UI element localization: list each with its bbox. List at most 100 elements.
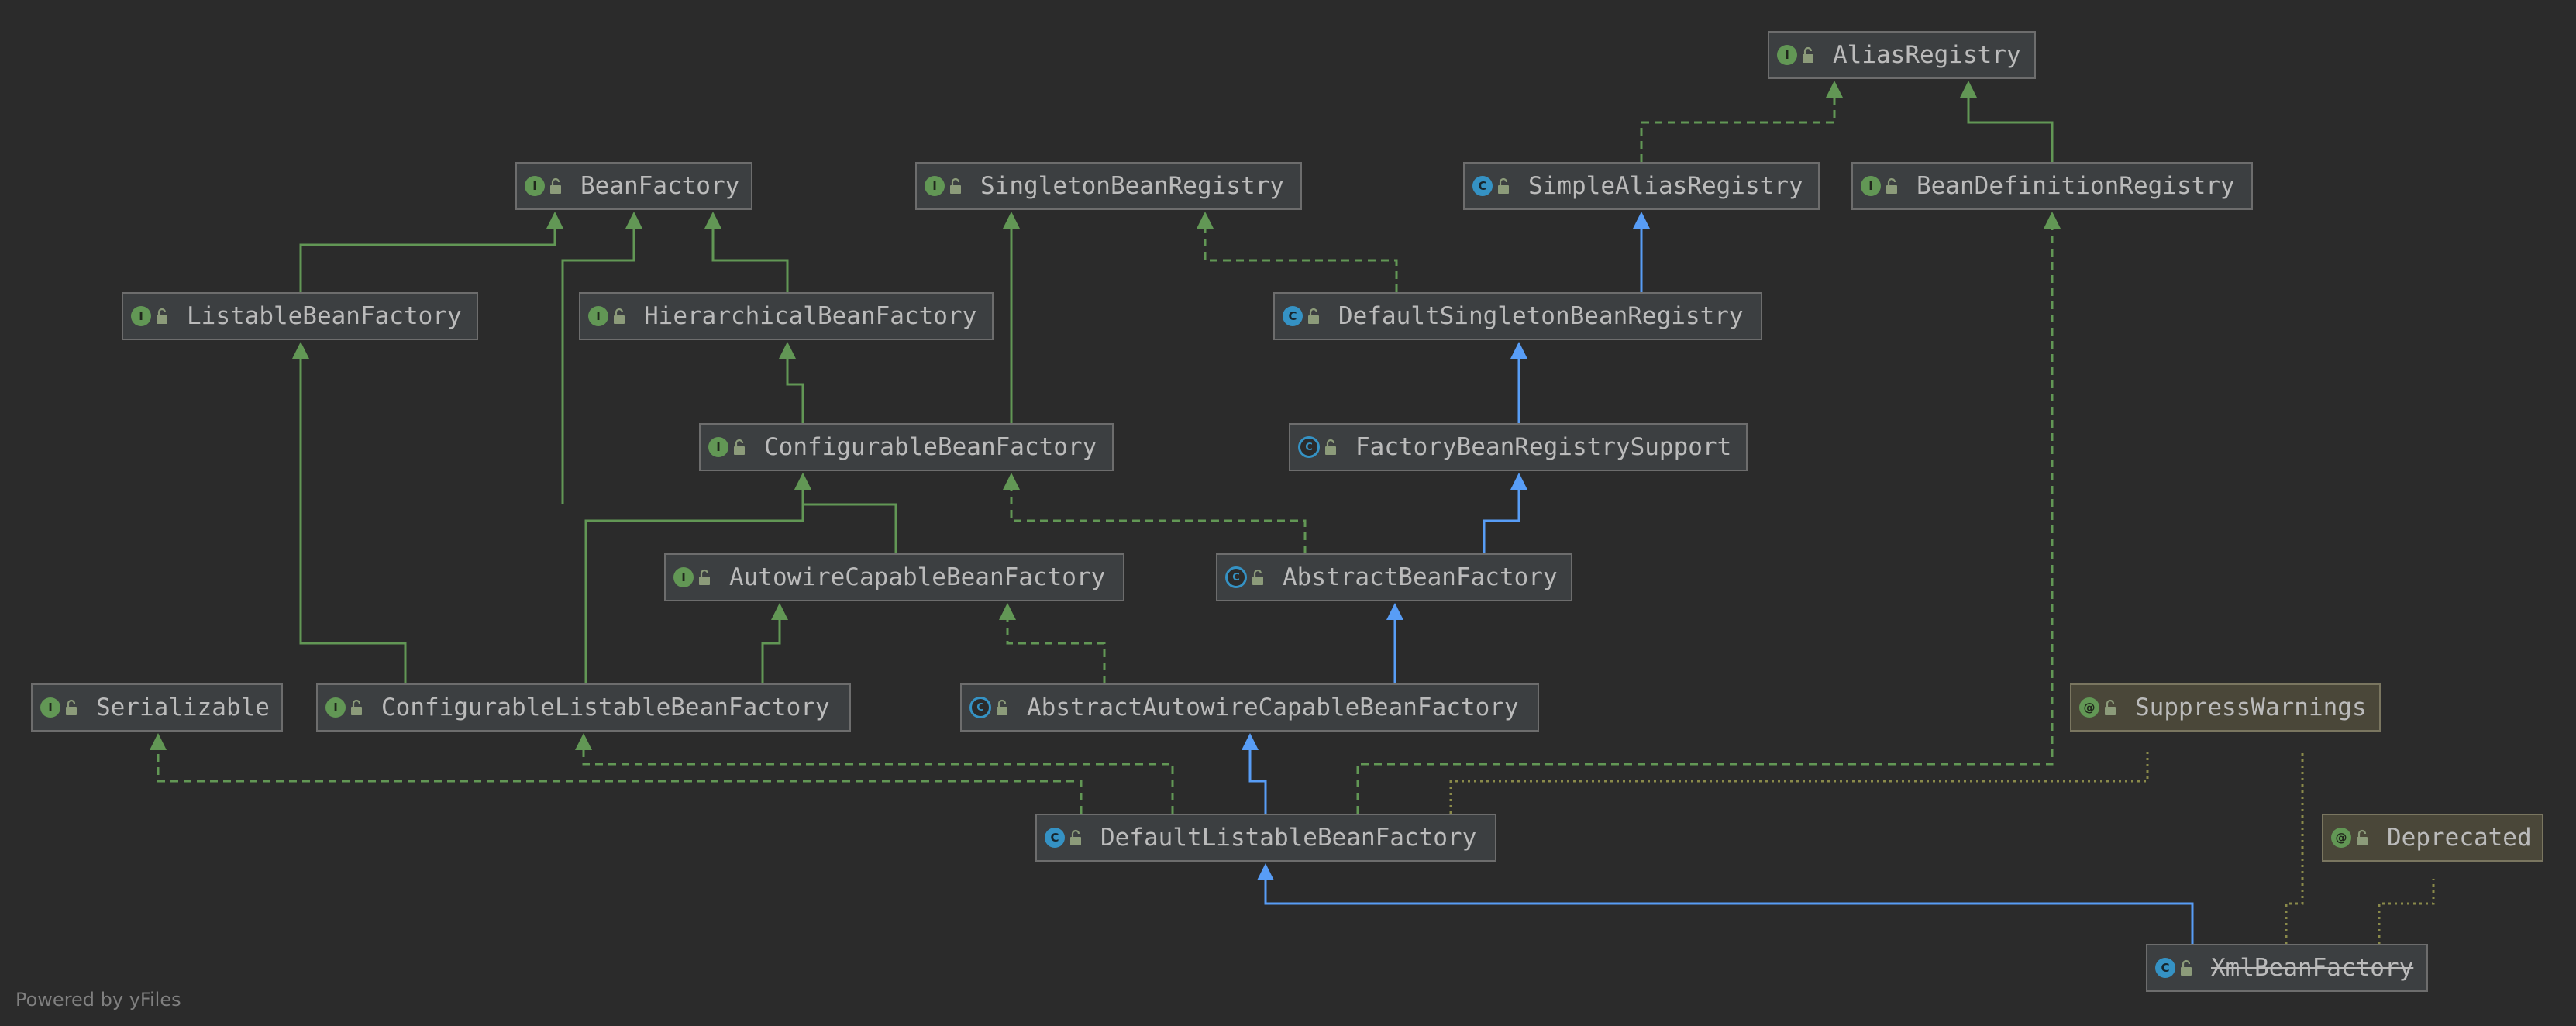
class-badge-icon: C [1045, 828, 1065, 848]
lock-open-icon [351, 699, 362, 715]
edge-xml-to-dlbf [1264, 879, 2194, 944]
class-badge-icon: C [2155, 958, 2175, 978]
arrowhead-icon [575, 733, 592, 750]
arrowhead-icon [292, 342, 309, 359]
node-label: AutowireCapableBeanFactory [729, 563, 1106, 591]
lock-open-icon [614, 308, 625, 324]
annotation-badge-icon: @ [2331, 828, 2351, 848]
node-suppress-warnings[interactable]: @ SuppressWarnings [2070, 683, 2381, 732]
lock-open-icon [2181, 959, 2192, 976]
interface-badge-icon: I [40, 697, 60, 718]
node-label: AbstractBeanFactory [1283, 563, 1558, 591]
node-label: SingletonBeanRegistry [980, 172, 1284, 200]
edge-clbf-to-beanfactory-path [561, 227, 635, 504]
arrowhead-icon [1633, 212, 1650, 229]
node-autowire-capable-bean-factory[interactable]: I AutowireCapableBeanFactory [664, 553, 1124, 601]
lock-open-icon [2357, 829, 2368, 845]
arrowhead-icon [1386, 603, 1403, 620]
edge-clbf-to-autowire [761, 618, 781, 683]
edge-dlbf-to-aacbf [1248, 749, 1267, 814]
edge-listable-to-beanfactory [299, 227, 556, 292]
node-label: DefaultListableBeanFactory [1100, 824, 1477, 852]
powered-by-footer: Powered by yFiles [15, 989, 181, 1011]
edge-beandefreg-to-aliasregistry [1967, 96, 2054, 162]
arrowhead-icon [1960, 81, 1977, 98]
node-abstract-bean-factory[interactable]: C AbstractBeanFactory [1216, 553, 1572, 601]
node-alias-registry[interactable]: I AliasRegistry [1768, 31, 2036, 79]
arrowhead-icon [1510, 342, 1527, 359]
node-label: Serializable [96, 694, 270, 721]
interface-badge-icon: I [325, 697, 346, 718]
abstract-class-badge-icon: C [1225, 566, 1247, 588]
lock-open-icon [1498, 177, 1509, 194]
arrowhead-icon [1003, 473, 1020, 490]
arrowhead-icon [546, 212, 563, 229]
node-xml-bean-factory[interactable]: C XmlBeanFactory [2146, 944, 2428, 992]
annotation-badge-icon: @ [2079, 697, 2099, 718]
lock-open-icon [1252, 569, 1263, 585]
node-default-listable-bean-factory[interactable]: C DefaultListableBeanFactory [1035, 814, 1496, 862]
arrowhead-icon [1510, 473, 1527, 490]
arrowhead-icon [771, 603, 788, 620]
node-label: DefaultSingletonBeanRegistry [1338, 302, 1744, 330]
edge-dlbf-to-suppresswarnings [1449, 749, 2149, 814]
node-deprecated[interactable]: @Deprecated [2322, 814, 2543, 862]
node-simple-alias-registry[interactable]: C SimpleAliasRegistry [1463, 162, 1820, 210]
lock-open-icon [1803, 46, 1813, 63]
interface-badge-icon: I [588, 306, 608, 326]
lock-open-icon [157, 308, 167, 324]
node-label: BeanFactory [580, 172, 740, 200]
class-badge-icon: C [1472, 176, 1493, 196]
node-bean-factory[interactable]: I BeanFactory [515, 162, 752, 210]
node-label: FactoryBeanRegistrySupport [1355, 433, 1732, 461]
node-label: SuppressWarnings [2135, 694, 2367, 721]
interface-badge-icon: I [673, 567, 694, 587]
lock-open-icon [1886, 177, 1897, 194]
node-listable-bean-factory[interactable]: I ListableBeanFactory [122, 292, 478, 340]
edge-dlbf-to-serializable [157, 749, 1083, 814]
node-label: AbstractAutowireCapableBeanFactory [1027, 694, 1519, 721]
lock-open-icon [997, 699, 1007, 715]
node-serializable[interactable]: I Serializable [31, 683, 283, 732]
edge-abstractbf-to-configurable [1010, 488, 1307, 553]
node-label: AliasRegistry [1833, 41, 2021, 69]
edge-simplealias-to-aliasregistry [1640, 96, 1836, 162]
interface-badge-icon: I [525, 176, 545, 196]
arrowhead-icon [1826, 81, 1843, 98]
edge-clbf-to-listable [299, 357, 407, 683]
arrowhead-icon [704, 212, 721, 229]
interface-badge-icon: I [131, 306, 151, 326]
lock-open-icon [699, 569, 710, 585]
arrowhead-icon [779, 342, 796, 359]
edge-configurable-to-hierarchical [786, 357, 804, 423]
edge-dlbf-to-beandefreg [1356, 227, 2054, 814]
lock-open-icon [66, 699, 77, 715]
arrowhead-icon [1242, 733, 1259, 750]
node-default-singleton-bean-registry[interactable]: C DefaultSingletonBeanRegistry [1273, 292, 1762, 340]
node-label: ListableBeanFactory [187, 302, 462, 330]
interface-badge-icon: I [708, 437, 728, 457]
lock-open-icon [950, 177, 961, 194]
lock-open-icon [1325, 439, 1336, 455]
lock-open-icon [1308, 308, 1319, 324]
arrowhead-icon [1197, 212, 1214, 229]
edge-xml-to-deprecated [2378, 879, 2435, 944]
interface-badge-icon: I [1777, 45, 1797, 65]
node-label: BeanDefinitionRegistry [1917, 172, 2235, 200]
lock-open-icon [550, 177, 561, 194]
arrowhead-icon [1003, 212, 1020, 229]
class-badge-icon: C [1283, 306, 1303, 326]
edge-xml-to-suppresswarnings [2285, 749, 2304, 944]
node-label: XmlBeanFactory [2211, 954, 2414, 982]
arrowhead-icon [2044, 212, 2061, 229]
node-label: SimpleAliasRegistry [1528, 172, 1803, 200]
